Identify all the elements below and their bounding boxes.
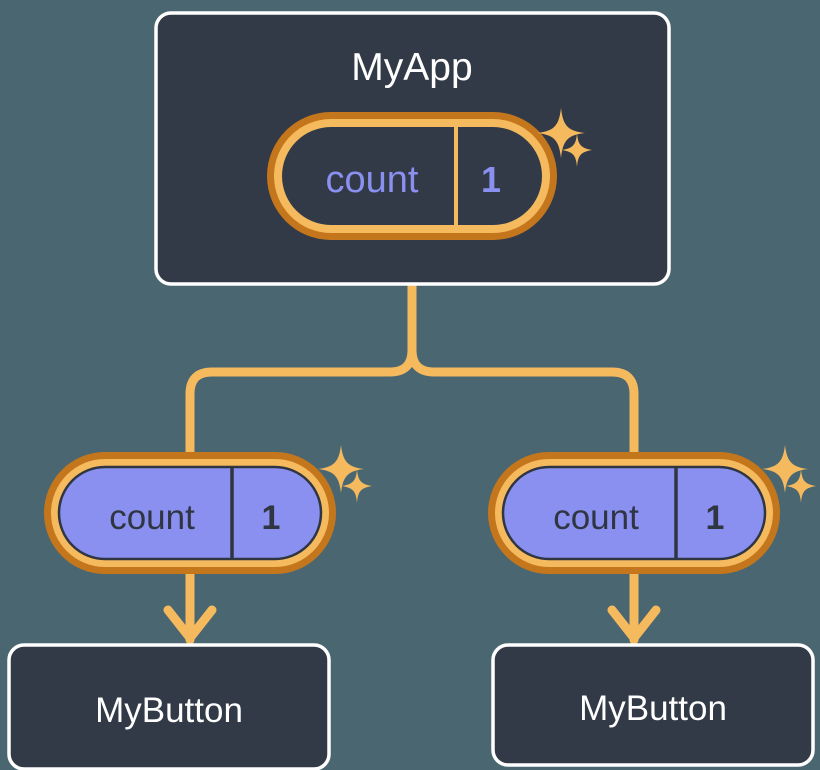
- sparkle-small-icon: [786, 469, 816, 503]
- connector-fork-left: [185, 345, 417, 457]
- node-mybutton-left[interactable]: MyButton: [7, 643, 331, 770]
- state-pill-left[interactable]: count 1: [44, 452, 336, 574]
- state-pill-fill: [282, 127, 542, 225]
- node-mybutton-left-card[interactable]: [7, 643, 331, 770]
- state-pill-value: 1: [481, 159, 501, 200]
- node-mybutton-right-card[interactable]: [491, 643, 815, 767]
- connector-group: [163, 281, 661, 645]
- sparkle-large-icon: [762, 445, 808, 493]
- sparkle-large-icon: [537, 108, 585, 158]
- connector-fork-right: [407, 345, 639, 457]
- state-pill-right-value: 1: [706, 499, 725, 537]
- sparkle-icon-myapp: [537, 108, 592, 167]
- arrowhead-right-icon: [607, 605, 661, 643]
- sparkle-small-icon: [342, 469, 372, 503]
- sparkle-small-icon: [562, 133, 592, 167]
- node-mybutton-right-label: MyButton: [579, 689, 727, 728]
- state-pill-key: count: [326, 159, 419, 201]
- node-myapp-label: MyApp: [351, 46, 472, 89]
- state-pill-left-key: count: [109, 498, 195, 537]
- sparkle-icon-left: [318, 445, 372, 503]
- sparkle-icon-right: [762, 445, 816, 503]
- state-pill-right-key: count: [553, 498, 639, 537]
- state-pill-right[interactable]: count 1: [488, 452, 780, 574]
- node-mybutton-right[interactable]: MyButton: [491, 643, 815, 767]
- state-pill-right-fill: [501, 465, 767, 561]
- state-pill-myapp[interactable]: count 1: [267, 112, 557, 240]
- node-mybutton-left-label: MyButton: [95, 691, 243, 730]
- sparkle-large-icon: [318, 445, 364, 493]
- state-pill-left-fill: [57, 465, 323, 561]
- state-pill-left-value: 1: [262, 499, 281, 537]
- arrowhead-left-icon: [163, 605, 217, 643]
